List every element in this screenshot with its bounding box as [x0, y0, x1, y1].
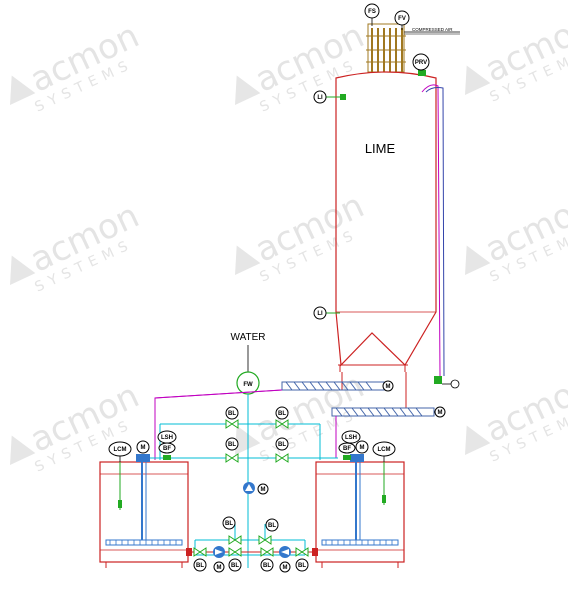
bottom-valve-center-left[interactable]: BL [228, 547, 242, 572]
bottom-valve-left[interactable]: BL [193, 547, 207, 572]
bl-tag: BL [268, 523, 276, 529]
water-label: WATER [231, 332, 266, 343]
agitator-right-m-tag: M [360, 445, 365, 451]
prv-instrument[interactable]: PRV [412, 53, 430, 76]
bl-tag: BL [228, 411, 236, 417]
bl-tag: BL [225, 521, 233, 527]
bf-left[interactable]: BF [158, 442, 176, 460]
bf-left-tag: BF [163, 446, 171, 452]
flow-meter[interactable]: FW [236, 371, 260, 395]
bl-tag: BL [278, 442, 286, 448]
tank-left [99, 454, 192, 568]
bl-tag: BL [228, 442, 236, 448]
bl-tag: BL [298, 563, 306, 569]
lcm-right[interactable]: LCM [372, 441, 396, 462]
watermark: acmon SYSTEMS acmon SYSTEMS acmon SYSTEM… [10, 6, 568, 476]
screw-motor-lower-tag: M [438, 410, 443, 416]
valve-bl-4[interactable]: BL [275, 437, 289, 463]
dust-filter [366, 23, 406, 73]
agitator-motor-right[interactable]: M [355, 440, 369, 454]
pump-motor-tag: M [261, 487, 266, 493]
fw-tag: FW [243, 382, 253, 388]
compressed-air-label: COMPRESSED AIR [412, 27, 453, 32]
level-indicator-bottom[interactable]: LI [313, 306, 340, 320]
fs-instrument[interactable]: FS [364, 3, 380, 26]
fill-pipe [421, 84, 460, 389]
lime-silo: LIME [335, 71, 437, 372]
bl-tag: BL [278, 411, 286, 417]
pump-left-m-tag: M [217, 565, 222, 571]
agitator-left-m-tag: M [141, 445, 146, 451]
tank-right [312, 454, 405, 568]
bf-right[interactable]: BF [338, 442, 356, 460]
lsh-left[interactable]: LSH [157, 430, 177, 444]
lsh-right-tag: LSH [345, 435, 357, 441]
fs-tag: FS [368, 9, 376, 15]
screw-conveyor-lower: M [331, 372, 446, 418]
agitator-motor-left[interactable]: M [136, 440, 150, 454]
screw-motor-upper-tag: M [386, 384, 391, 390]
fv-tag: FV [398, 16, 406, 22]
lcm-right-tag: LCM [378, 447, 391, 453]
lcm-left[interactable]: LCM [108, 441, 132, 462]
bl-tag: BL [231, 563, 239, 569]
central-pump[interactable]: M [243, 482, 269, 495]
valve-bl-6[interactable]: BL [258, 518, 279, 545]
compressed-air-line: COMPRESSED AIR [404, 27, 460, 35]
screw-conveyor-upper: M [281, 372, 394, 392]
fv-instrument[interactable]: FV [394, 10, 410, 30]
bottom-pump-right[interactable]: M [279, 546, 291, 573]
lsh-right[interactable]: LSH [341, 430, 361, 444]
bottom-pump-left[interactable]: M [213, 546, 225, 573]
lcm-left-tag: LCM [114, 447, 127, 453]
li-bottom-tag: LI [317, 311, 323, 317]
valve-bl-5[interactable]: BL [222, 516, 242, 545]
li-top-tag: LI [317, 95, 323, 101]
lime-label: LIME [365, 141, 396, 156]
bl-tag: BL [196, 563, 204, 569]
water-supply: WATER [231, 332, 266, 372]
valve-bl-2[interactable]: BL [275, 406, 289, 429]
pump-right-m-tag: M [283, 565, 288, 571]
bottom-valve-right[interactable]: BL [295, 547, 309, 572]
prv-tag: PRV [415, 60, 427, 66]
level-indicator-top[interactable]: LI [313, 90, 346, 104]
bottom-valve-center-right[interactable]: BL [260, 547, 274, 572]
bl-tag: BL [263, 563, 271, 569]
water-distribution [150, 394, 338, 568]
bf-right-tag: BF [343, 446, 351, 452]
valve-bl-1[interactable]: BL [225, 406, 239, 429]
valve-bl-3[interactable]: BL [225, 437, 239, 463]
lime-transfer-lines [154, 389, 337, 460]
lsh-left-tag: LSH [161, 435, 173, 441]
